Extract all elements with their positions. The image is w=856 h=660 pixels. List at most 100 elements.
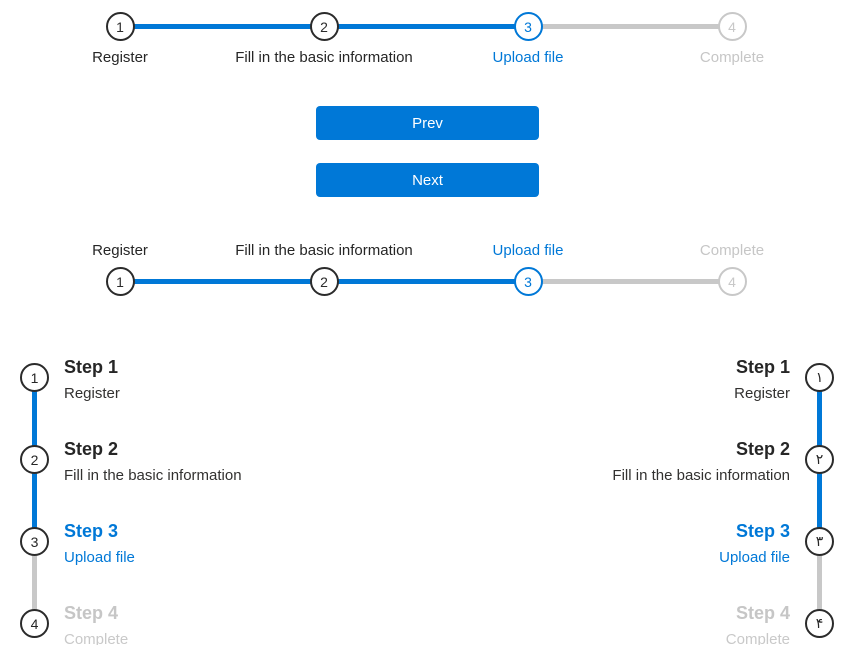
step-label: Fill in the basic information	[235, 49, 413, 66]
step-text: Step 1 Register	[64, 356, 380, 403]
step-number: 1	[116, 18, 124, 35]
step-connector	[541, 279, 719, 284]
step-item-basic-information[interactable]: ۲ Step 2 Fill in the basic information	[474, 438, 834, 529]
step-number-circle: 3	[513, 267, 543, 296]
step-text: Step 4 Complete	[64, 602, 380, 645]
step-title: Step 4	[735, 603, 790, 623]
step-label: Upload file	[492, 242, 564, 259]
step-number-circle: ۳	[805, 527, 834, 556]
step-number-circle: ۲	[805, 445, 834, 474]
step-label: Register	[92, 49, 148, 66]
stepper-horizontal-labels-below: 1 Register 2 Fill in the basic informati…	[18, 12, 834, 67]
step-circle-row: 1	[18, 12, 222, 41]
step-text: Step 1 Register	[474, 356, 790, 403]
stepper-horizontal-labels-above: Register 1 Fill in the basic information…	[18, 241, 834, 296]
step-text: Step 2 Fill in the basic information	[474, 438, 790, 485]
step-number-circle: 4	[20, 609, 49, 638]
step-item-basic-information[interactable]: Fill in the basic information 2	[133, 241, 426, 296]
step-number: 3	[524, 273, 532, 290]
step-description: Complete	[64, 631, 129, 645]
step-item-complete[interactable]: ۴ Step 4 Complete	[474, 602, 834, 645]
step-circle-row: 3	[337, 267, 630, 296]
step-title: Step 3	[64, 521, 119, 541]
step-text: Step 2 Fill in the basic information	[64, 438, 380, 485]
step-connector	[817, 554, 822, 611]
step-number: 4	[30, 615, 39, 632]
step-item-register[interactable]: 1 Step 1 Register	[20, 356, 380, 447]
step-item-complete[interactable]: Complete 4	[541, 241, 834, 296]
step-number: ۳	[815, 533, 824, 549]
stepper-vertical-left: 1 Step 1 Register 2 Step 2 Fill in the b…	[20, 356, 380, 645]
step-connector	[337, 279, 515, 284]
step-circle-row: 2	[133, 12, 426, 41]
step-connector	[817, 390, 822, 447]
step-number-circle: 2	[20, 445, 49, 474]
step-number-circle: ۴	[805, 609, 834, 638]
step-number-circle: 3	[513, 12, 543, 41]
step-item-upload-file[interactable]: 3 Upload file	[337, 12, 630, 67]
step-number-circle: 2	[309, 267, 339, 296]
step-description: Register	[64, 385, 120, 402]
step-number: 2	[320, 273, 328, 290]
step-number-circle: 3	[20, 527, 49, 556]
step-label: Register	[92, 242, 148, 259]
step-number-circle: 4	[717, 267, 747, 296]
step-connector	[32, 390, 37, 447]
step-number-circle: 1	[105, 267, 135, 296]
step-description: Upload file	[64, 549, 135, 566]
step-number: 4	[728, 18, 736, 35]
step-item-basic-information[interactable]: 2 Step 2 Fill in the basic information	[20, 438, 380, 529]
step-item-upload-file[interactable]: 3 Step 3 Upload file	[20, 520, 380, 611]
step-item-register[interactable]: ۱ Step 1 Register	[474, 356, 834, 447]
step-title: Step 2	[64, 439, 119, 459]
step-circle-row: 1	[18, 267, 222, 296]
step-title: Step 1	[64, 357, 119, 377]
step-item-basic-information[interactable]: 2 Fill in the basic information	[133, 12, 426, 67]
prev-button[interactable]: Prev	[316, 106, 539, 140]
step-item-register[interactable]: Register 1	[18, 241, 222, 296]
step-title: Step 2	[735, 439, 790, 459]
step-description: Fill in the basic information	[612, 467, 790, 484]
step-number-circle: 4	[717, 12, 747, 41]
step-number: ۱	[815, 369, 824, 385]
step-number: 2	[320, 18, 328, 35]
step-connector	[337, 24, 515, 29]
step-number: 1	[30, 369, 39, 386]
step-label: Upload file	[492, 49, 564, 66]
step-text: Step 3 Upload file	[474, 520, 790, 567]
step-description: Register	[734, 385, 790, 402]
step-connector	[32, 472, 37, 529]
step-connector	[817, 472, 822, 529]
step-title: Step 4	[64, 603, 119, 623]
step-text: Step 4 Complete	[474, 602, 790, 645]
step-connector	[541, 24, 719, 29]
step-number-circle: 2	[309, 12, 339, 41]
step-description: Complete	[725, 631, 790, 645]
step-number: ۴	[815, 615, 824, 631]
step-number-circle: 1	[105, 12, 135, 41]
step-connector	[133, 24, 311, 29]
step-number-circle: ۱	[805, 363, 834, 392]
step-number: 2	[30, 451, 39, 468]
step-item-upload-file[interactable]: ۳ Step 3 Upload file	[474, 520, 834, 611]
step-item-upload-file[interactable]: Upload file 3	[337, 241, 630, 296]
step-number-circle: 1	[20, 363, 49, 392]
step-connector	[133, 279, 311, 284]
step-label: Fill in the basic information	[235, 242, 413, 259]
step-number: ۲	[815, 451, 824, 467]
step-item-register[interactable]: 1 Register	[18, 12, 222, 67]
step-item-complete[interactable]: 4 Step 4 Complete	[20, 602, 380, 645]
step-item-complete[interactable]: 4 Complete	[541, 12, 834, 67]
step-circle-row: 2	[133, 267, 426, 296]
step-title: Step 1	[735, 357, 790, 377]
stepper-vertical-right-rtl: ۱ Step 1 Register ۲ Step 2 Fill in the b…	[474, 356, 834, 645]
step-title: Step 3	[735, 521, 790, 541]
step-connector	[32, 554, 37, 611]
next-button[interactable]: Next	[316, 163, 539, 197]
step-label: Complete	[699, 242, 765, 259]
step-description: Upload file	[719, 549, 790, 566]
step-text: Step 3 Upload file	[64, 520, 380, 567]
step-label: Complete	[699, 49, 765, 66]
step-number: 3	[524, 18, 532, 35]
step-description: Fill in the basic information	[64, 467, 242, 484]
